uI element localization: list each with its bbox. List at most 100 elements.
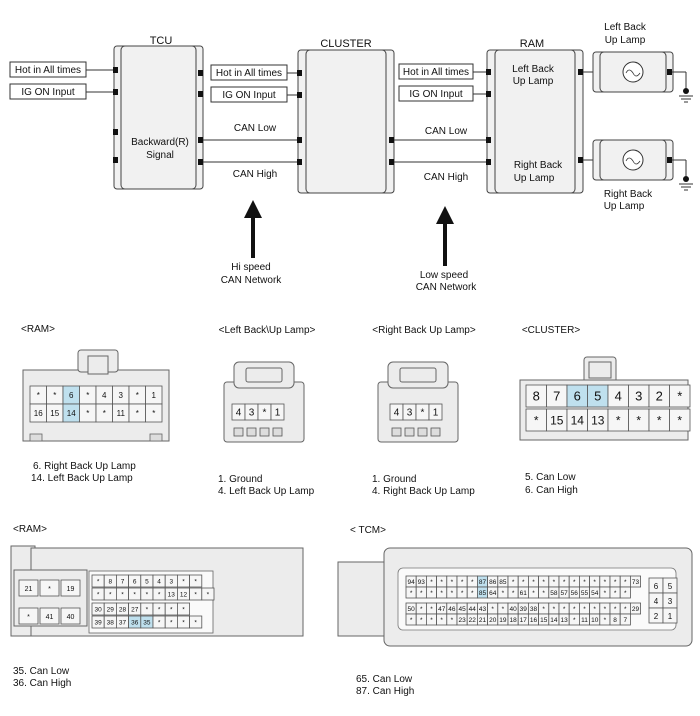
tcm-pin-label: 8 [613,617,617,624]
ground-icon [683,88,689,94]
ram-big-pin-label: 29 [107,606,115,613]
ram-big-pin-label: * [194,619,197,626]
ram-big-pin-label: * [109,591,112,598]
left_lamp-pin-label: * [263,408,267,419]
ram-big-side-cell [60,607,81,625]
tcm-cell [619,613,631,626]
ram-small-note-1: 6. Right Back Up Lamp [33,461,136,472]
tcm-pin-label: * [624,579,627,586]
tcm-pin-label: 87 [479,579,487,586]
tcm-pin-label: 55 [581,590,589,597]
tcm-pin-label: 85 [479,590,487,597]
tcm-note-1: 65. Can Low [356,674,413,685]
ram-big-pin-label: * [133,591,136,598]
ram-big-side-pin-label: 41 [46,614,54,621]
cluster-connector-title: <CLUSTER> [522,325,581,336]
ram-big-pin-label: 13 [168,591,176,598]
ram-small-pin-label: 16 [34,409,43,418]
cluster-pin-label: 3 [635,389,642,404]
ram-left-1: Left Back [512,64,555,75]
right_lamp-pin-label: 3 [407,408,413,419]
terminal-foot [246,427,257,437]
ram-big-note-2: 36. Can High [13,678,71,689]
tcm-pin-label: * [512,579,515,586]
left-lamp-connector-title: <Left Back\Up Lamp> [219,325,316,336]
ram-big-pin-label: * [158,619,161,626]
tcm-pin-label: * [604,590,607,597]
can-low-left: CAN Low [234,123,277,134]
ram-big-side-cell [39,579,60,597]
ram-big-side-pin-label: * [27,614,30,621]
tcm-cell [619,586,631,599]
ram-small-pin-label: 14 [67,409,76,418]
ram-big-pin-label: 38 [107,619,115,626]
tcm-cell [630,602,642,615]
tcm-pin-label: 46 [448,606,456,613]
ram-small-pin-label: 6 [69,391,74,400]
cluster-pin-label: 5 [594,389,601,404]
ram-big-side-pin-label: 40 [67,614,75,621]
tcm-pin-label: * [461,590,464,597]
tcm-pin-label: * [593,606,596,613]
ram-big-pin-label: 27 [131,606,139,613]
ram-big-pin-label: 7 [121,578,125,585]
tcm-note-2: 87. Can High [356,686,414,697]
tcm-pin-label: * [430,579,433,586]
tcm-pin-label: * [502,590,505,597]
tcm-pin-label: * [583,606,586,613]
tcm-pin-label: * [542,606,545,613]
ram-big-note-1: 35. Can Low [13,666,70,677]
ram-small-pin-label: * [86,409,89,418]
left_lamp-cell [270,403,285,421]
tcm-pin-label: 14 [550,617,558,624]
ram-small-cell [145,403,163,423]
ram-big-cell [189,615,203,629]
tcm-pin-label: 47 [438,606,446,613]
cluster-ign-label: IG ON Input [222,90,276,101]
tcm-side-cell [662,607,678,624]
tcm-pin-label: 45 [458,606,466,613]
tcm-pin-label: * [512,590,515,597]
tcm-pin-label: 94 [407,579,415,586]
ram-big-pin-label: 12 [180,591,188,598]
ram-big-side-pin-label: 19 [67,586,75,593]
ram-right-1: Right Back [514,160,563,171]
tcm-pin-label: 10 [591,617,599,624]
ram-big-pin-label: * [207,591,210,598]
tcm-pin-label: 21 [479,617,487,624]
cluster-pin-label: 4 [615,389,622,404]
tcm-side-pin-label: 1 [668,612,673,621]
ram-right-2: Up Lamp [514,173,555,184]
cluster-title: CLUSTER [320,38,371,50]
left_lamp-pin-label: 4 [236,408,242,419]
ram-big-pin-label: 35 [143,619,151,626]
cluster-pin-label: 2 [656,389,663,404]
ram-small-note-2: 14. Left Back Up Lamp [31,473,133,484]
ram-big-side-cell [39,607,60,625]
ram-small-pin-label: * [103,409,106,418]
ram-big-pin-label: * [158,591,161,598]
hi-speed-label-1: Hi speed [231,262,270,273]
tcm-pin-label: 38 [530,606,538,613]
ram-ign-label: IG ON Input [409,89,463,100]
tcm-pin-label: 22 [469,617,477,624]
ram-big-pin-label: * [158,606,161,613]
ram-big-pin-label: 8 [108,578,112,585]
tcm-side-pin-label: 3 [668,597,673,606]
ram-small-pin-label: * [136,391,139,400]
can-high-left: CAN High [233,169,277,180]
tcu-signal-1: Backward(R) [131,137,189,148]
tcm-pin-label: * [532,579,535,586]
tcm-pin-label: * [563,606,566,613]
ram-big-pin-label: 37 [119,619,127,626]
ram-big-pin-label: * [182,619,185,626]
ram-big-pin-label: * [194,578,197,585]
ram-small-pin-label: * [53,391,56,400]
ram-big-pin-label: * [97,578,100,585]
low-speed-label-1: Low speed [420,270,468,281]
tcm-pin-label: * [451,579,454,586]
terminal-foot [259,427,270,437]
ram-title: RAM [520,38,544,50]
tcm-pin-label: 58 [550,590,558,597]
cluster-pin-label: 8 [533,389,540,404]
